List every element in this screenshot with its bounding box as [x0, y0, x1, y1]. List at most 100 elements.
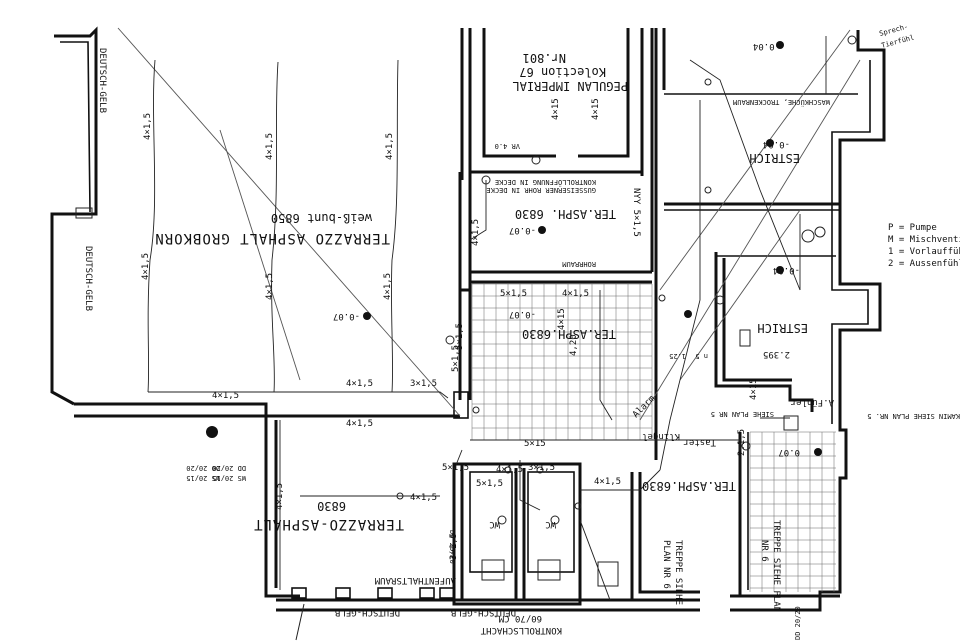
outlet-icon	[658, 294, 666, 302]
dd-label-3: DD 20/20	[448, 530, 456, 564]
legend-mischventil: M = Mischventil	[888, 235, 960, 245]
cable-label: 4×1,5	[385, 133, 395, 160]
cable-label: 4×1,5	[496, 465, 523, 475]
cable-label: 4×15	[749, 378, 759, 400]
level-marker-icon	[814, 448, 822, 456]
kontrollschacht-top-label-2: GUSSEISERNER ROHR IN DECKE	[486, 186, 596, 194]
rohrraum-label: ROHRRAUM	[562, 260, 596, 268]
outlet-icon	[741, 441, 751, 451]
cable-runs	[147, 36, 827, 590]
outlet-icon	[497, 515, 507, 525]
outlet-icon	[445, 335, 455, 345]
cable-label: 4×1,5	[143, 113, 153, 140]
estrich-main-level: -0.04	[773, 265, 800, 275]
cable-label: 4×1,5	[275, 483, 285, 510]
outlet-icon	[704, 186, 712, 194]
cable-label: 5×1,5	[455, 323, 465, 350]
meter-icon	[739, 329, 751, 347]
legend-vorlauf: 1 = Vorlauffühl	[888, 247, 960, 257]
cable-label: 4,20	[569, 334, 579, 356]
bottom-room-title: TERRAZZO-ASPHALT	[253, 516, 404, 532]
cable-label: 4×1,5	[212, 391, 239, 401]
cable-labels: 4×1,5 4×1,5 4×1,5 4×1,5 4×1,5 4×1,5 4×1,…	[141, 98, 759, 560]
kontrollschacht-top-label: KONTROLLÖFFNUNG IN DECKE	[495, 178, 596, 187]
outlet-icon	[574, 502, 582, 510]
estrich-main-label: ESTRICH	[757, 321, 808, 335]
pegulan-title: PEGULAN IMPERIAL	[512, 79, 628, 93]
big-room-code: weiß-bunt 6850	[271, 211, 372, 225]
cable-label: 2.1,5	[737, 429, 747, 456]
estrich-top2-level: -0.04	[753, 41, 780, 51]
level-marker-icon	[766, 139, 774, 147]
treppe-label-3: TREPPE SIEHE PLAN	[771, 520, 781, 612]
cable-label: 4×1,5	[346, 419, 373, 429]
deutsch-gelb-bottom-2: DEUTSCH-GELB	[451, 607, 516, 617]
cable-label: 4×1,5	[346, 379, 373, 389]
cable-label: 4×1,5	[265, 133, 275, 160]
cable-label: NYY 5×1,5	[631, 188, 641, 237]
estrich-main-dim: 2.395	[763, 349, 790, 359]
bottom-room-code: 6830	[317, 499, 346, 513]
kontrollschacht-label: KONTROLLSCHACHT	[480, 625, 562, 635]
level-marker-icon	[363, 312, 371, 320]
pegulan-kollektion: Kolection 67	[519, 65, 606, 79]
level-marker-icon	[776, 266, 784, 274]
outlet-icon	[472, 406, 480, 414]
cable-label: 5×1,5	[442, 463, 469, 473]
treppe-label-2: PLAN NR 6	[661, 540, 671, 589]
outlet-icon	[531, 155, 541, 165]
cable-label: 5×1,5	[500, 289, 527, 299]
diagonal-lines	[117, 27, 861, 421]
cable-label: 5×15	[524, 439, 546, 449]
level-marker-icon	[776, 41, 784, 49]
cable-label: 4×1,5	[410, 493, 437, 503]
deutsch-gelb-bottom-1: DEUTSCH-GELB	[335, 607, 400, 617]
mid-room-level: -0.07	[509, 225, 536, 235]
ws-label-2: WS 20/15	[212, 474, 246, 482]
cable-label: 5×1,5	[476, 479, 503, 489]
wc-label-1: WC	[489, 519, 500, 529]
cable-label: 4×1,5	[471, 219, 481, 246]
cable-label: 3×1,5	[528, 463, 555, 473]
level-marker-icon	[684, 310, 692, 318]
pegulan-nr: Nr.801	[523, 51, 566, 65]
box-icon	[783, 415, 799, 431]
legend-aussen: 2 = Aussenfühler	[888, 259, 960, 269]
big-room-level: -0.07	[333, 311, 360, 321]
big-room-title: TERRAZZO ASPHALT GROBKORN	[154, 230, 390, 246]
klingel-label: Klingel	[642, 431, 680, 441]
cable-label: 4×15	[591, 98, 601, 120]
center-room-level: -0.07	[509, 309, 536, 319]
dd-label-4: DD 20/20	[794, 606, 802, 640]
pump-icon	[801, 229, 815, 243]
bottom-right-title: TER.ASPH.6830	[642, 479, 736, 493]
estrich-top-label: ESTRICH	[749, 151, 800, 165]
outlet-icon	[847, 35, 857, 45]
bottom-right-level: 0.07	[778, 447, 800, 457]
kontrollschacht-dim: 60/70 CM.	[493, 613, 542, 623]
dot-marker-icon	[206, 426, 218, 438]
outlet-icon	[550, 515, 560, 525]
outlet-icon	[704, 78, 712, 86]
mid-room-title: TER.ASPH. 6830	[515, 207, 616, 221]
treppe-plan-label: SIEHE PLAN NR 5	[711, 410, 774, 418]
outlet-symbols	[75, 35, 857, 525]
cable-label: 3×1,5	[449, 533, 459, 560]
cable-label: 3×1,5	[410, 379, 437, 389]
center-room-title: TER.ASPH.6830	[522, 327, 616, 341]
ks-n5-label: n 5	[695, 352, 708, 360]
vr-label: VR 4.0	[495, 142, 520, 150]
taster-label: Taster	[683, 437, 716, 447]
cable-label: 4×1,5	[383, 273, 393, 300]
legend-pumpe: P = Pumpe	[888, 223, 937, 233]
cable-label: 5×1,5	[451, 345, 461, 372]
cable-label: 4×1,5	[594, 477, 621, 487]
tile-grid-center	[471, 283, 653, 441]
outlet-icon	[715, 295, 725, 305]
box-icon	[75, 207, 93, 219]
dd-label-1: DD 20/20	[186, 464, 220, 472]
ws-label-1: WS 20/15	[186, 474, 220, 482]
a-fuhler-label: A.Fühler	[790, 397, 834, 407]
wc-label-2: WC	[545, 519, 556, 529]
aufenthaltsraum-label: AUFENTHALTSRAUM	[374, 575, 456, 585]
